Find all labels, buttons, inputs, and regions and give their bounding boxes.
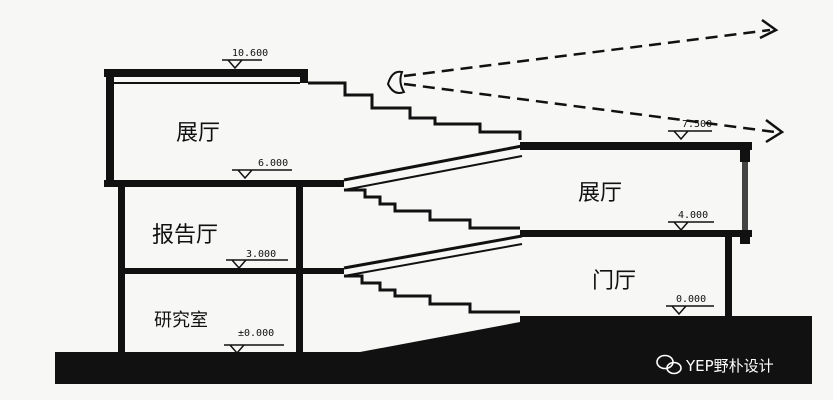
room-lower-right: 门厅 (592, 269, 636, 294)
right-outer-column (742, 162, 748, 230)
right-column-lower (725, 237, 732, 317)
eye-icon (386, 70, 406, 94)
ramp-lower-under (343, 243, 523, 277)
room-upper-right: 展厅 (578, 181, 622, 206)
level-roof: 10.600 (232, 48, 268, 59)
level-lower-right-floor: 0.000 (676, 294, 706, 305)
ramp-upper-under (343, 155, 523, 191)
room-middle-left: 报告厅 (152, 223, 218, 248)
right-outer-wall-top (740, 142, 750, 162)
watermark-text: YEP野朴设计 (685, 357, 774, 375)
right-wall-end (740, 230, 750, 244)
slab-level-3 (118, 268, 344, 274)
right-roof-slab (520, 142, 752, 150)
level-mark-r4-icon (668, 221, 714, 232)
level-mark-l3-icon (226, 259, 288, 270)
level-mark-l6-icon (232, 169, 292, 180)
level-lower-left-floor: ±0.000 (238, 328, 274, 339)
roof-parapet (300, 69, 308, 83)
watermark: YEP野朴设计 (656, 354, 774, 375)
sight-line-lower (403, 82, 776, 134)
wechat-icon (656, 354, 682, 375)
stair-middle (344, 188, 520, 230)
roof-slab-left (104, 69, 308, 77)
room-lower-left: 研究室 (154, 310, 208, 331)
level-upper-left-floor: 6.000 (258, 158, 288, 169)
level-mark-roof-icon (222, 59, 262, 70)
sight-arrow-upper-icon (759, 18, 779, 40)
level-mark-r75-icon (668, 130, 712, 141)
ground-mass (55, 316, 812, 384)
level-upper-right-roof: 7.500 (682, 119, 712, 130)
stepped-roof-stair (308, 81, 522, 140)
level-middle-left-floor: 3.000 (246, 249, 276, 260)
ramp-upper (343, 144, 523, 182)
level-mark-r0-icon (666, 305, 714, 316)
ramp-lower (343, 234, 523, 270)
stair-lower (344, 274, 520, 314)
slab-level-6 (104, 180, 344, 187)
left-outer-wall-top (106, 70, 114, 184)
sight-line-upper (403, 28, 771, 78)
room-upper-left: 展厅 (176, 121, 220, 146)
level-upper-right-floor: 4.000 (678, 210, 708, 221)
level-mark-l0-icon (224, 344, 284, 355)
right-floor-slab (520, 230, 752, 237)
sight-arrow-lower-icon (765, 119, 785, 144)
